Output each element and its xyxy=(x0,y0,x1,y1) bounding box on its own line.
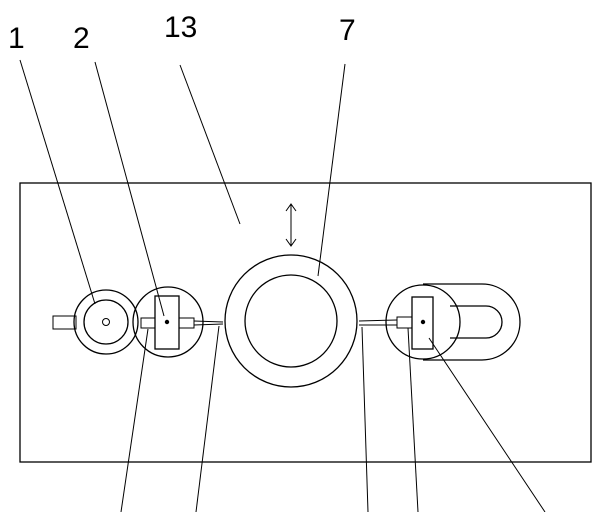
leader-bottom-b xyxy=(195,325,220,512)
right-guide-pin xyxy=(420,319,426,325)
right-wire-upper xyxy=(358,319,398,322)
right-guide-circle xyxy=(385,284,461,360)
leader-bottom-d xyxy=(407,327,419,512)
vertical-motion-arrow xyxy=(285,203,297,247)
right-slot-outline xyxy=(423,283,521,361)
left-guide-pin xyxy=(164,319,170,325)
right-guide-assembly xyxy=(358,283,521,361)
label-part-1: 1 xyxy=(8,22,25,55)
leader-1 xyxy=(19,59,96,305)
leader-13 xyxy=(179,64,241,225)
leader-7 xyxy=(317,63,346,277)
base-plate xyxy=(19,182,592,463)
center-wheel-inner xyxy=(244,274,338,368)
leader-lines xyxy=(19,59,546,512)
left-guide-stub xyxy=(140,317,156,329)
left-guide-circle xyxy=(132,286,204,358)
leader-2 xyxy=(94,61,165,317)
left-wire-lower xyxy=(193,323,224,326)
right-slot-inner xyxy=(450,305,503,339)
label-part-13: 13 xyxy=(164,11,197,44)
left-spool-axle xyxy=(52,315,77,330)
left-guide-assembly xyxy=(132,286,224,358)
left-wire-upper xyxy=(193,320,224,323)
left-spool-inner xyxy=(83,299,129,345)
label-part-7: 7 xyxy=(339,14,356,47)
left-guide-clamp xyxy=(178,317,195,329)
left-spool-outer xyxy=(73,289,139,355)
center-wheel-outer xyxy=(224,254,358,388)
center-wheel xyxy=(224,254,358,388)
leader-bottom-c xyxy=(361,326,369,512)
leader-bottom-e xyxy=(428,337,546,512)
left-spool xyxy=(52,289,139,355)
leader-bottom-a xyxy=(120,328,149,512)
right-guide-clamp xyxy=(396,316,413,329)
left-spool-hub xyxy=(102,318,110,326)
label-part-2: 2 xyxy=(73,22,90,55)
right-guide-block xyxy=(411,296,434,350)
